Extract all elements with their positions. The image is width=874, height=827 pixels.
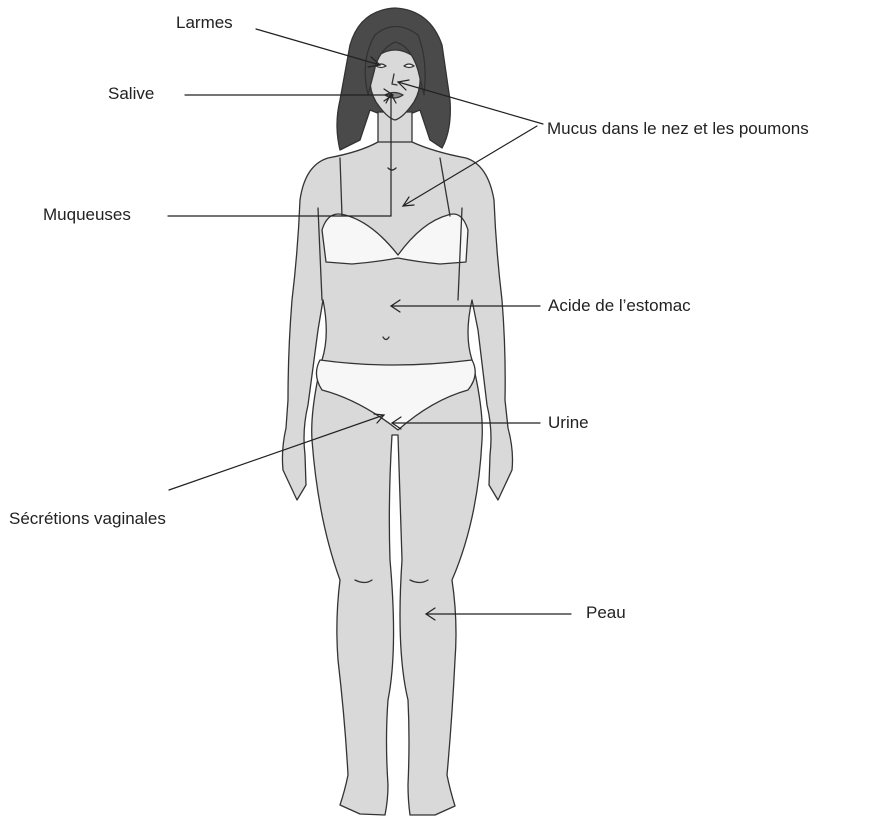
label-stomach-acid: Acide de l’estomac <box>548 297 691 314</box>
label-saliva: Salive <box>108 85 154 102</box>
body-silhouette <box>282 142 512 815</box>
label-mucous-membranes: Muqueuses <box>43 206 131 223</box>
label-mucus-nose-lungs: Mucus dans le nez et les poumons <box>547 120 809 137</box>
label-urine: Urine <box>548 414 589 431</box>
eye-right <box>404 64 414 68</box>
label-tears: Larmes <box>176 14 233 31</box>
female-figure <box>282 8 512 815</box>
label-skin: Peau <box>586 604 626 621</box>
label-vaginal-secretions: Sécrétions vaginales <box>9 510 166 527</box>
